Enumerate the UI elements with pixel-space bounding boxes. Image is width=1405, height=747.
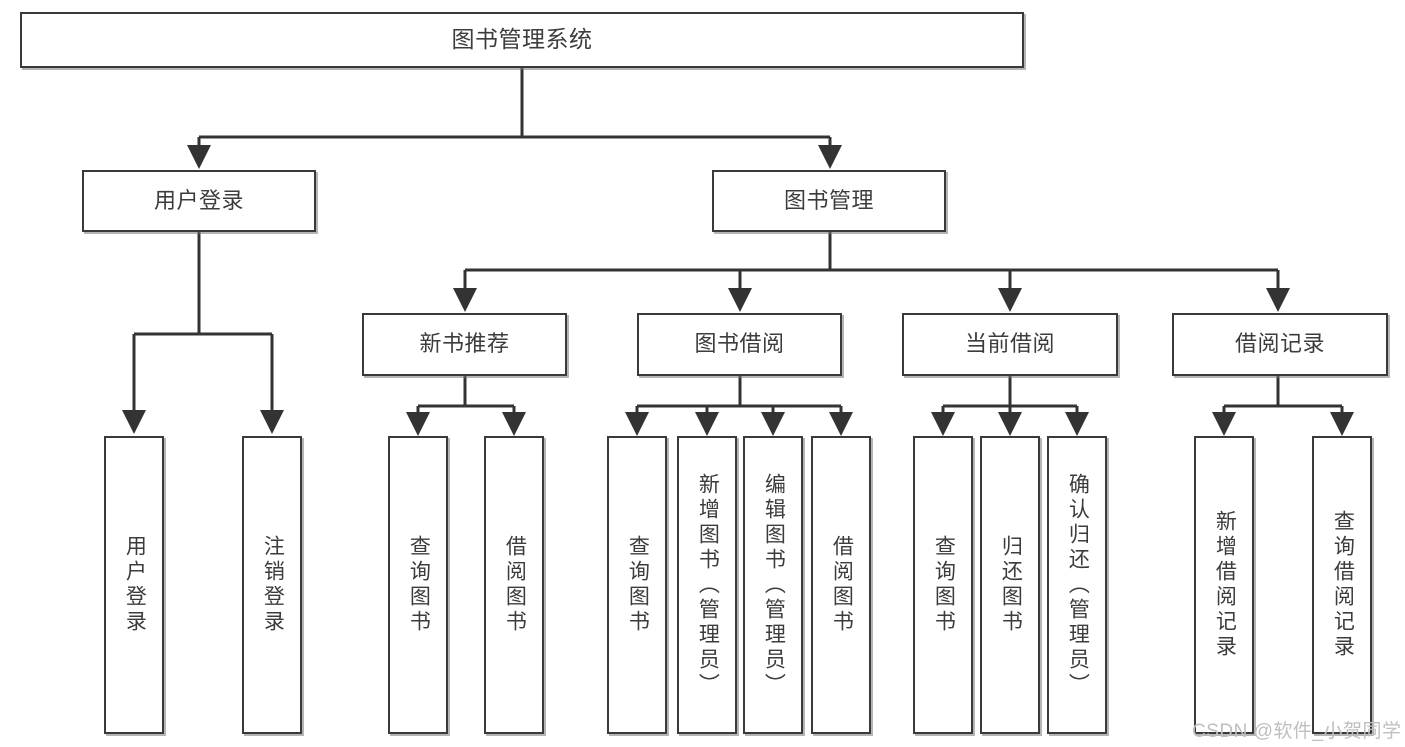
leaf-borrow-book-2-label: 借阅图书 (830, 535, 854, 635)
leaf-return-book-label: 归还图书 (999, 535, 1023, 635)
leaf-add-book-admin-label: 新增图书（管理员） (696, 472, 720, 698)
node-book-borrow-label: 图书借阅 (694, 331, 785, 357)
leaf-add-borrow-record[interactable]: 新增借阅记录 (1194, 436, 1254, 734)
node-book-borrow[interactable]: 图书借阅 (637, 313, 842, 376)
node-current-borrow-label: 当前借阅 (964, 331, 1055, 357)
node-new-book-recommendation-label: 新书推荐 (419, 331, 510, 357)
leaf-add-borrow-record-label: 新增借阅记录 (1213, 510, 1237, 660)
node-current-borrow[interactable]: 当前借阅 (902, 313, 1118, 376)
node-borrow-record-label: 借阅记录 (1234, 331, 1325, 357)
leaf-query-book-3-label: 查询图书 (932, 535, 956, 635)
leaf-query-book-1-label: 查询图书 (407, 535, 431, 635)
leaf-edit-book-admin[interactable]: 编辑图书（管理员） (743, 436, 803, 734)
leaf-edit-book-admin-label: 编辑图书（管理员） (762, 472, 786, 698)
leaf-query-book-1[interactable]: 查询图书 (388, 436, 448, 734)
leaf-query-book-2-label: 查询图书 (626, 535, 650, 635)
node-user-login-label: 用户登录 (153, 187, 244, 213)
leaf-query-borrow-record[interactable]: 查询借阅记录 (1312, 436, 1372, 734)
leaf-return-book[interactable]: 归还图书 (980, 436, 1040, 734)
root-node-label: 图书管理系统 (451, 26, 593, 53)
node-new-book-recommendation[interactable]: 新书推荐 (362, 313, 567, 376)
leaf-logout[interactable]: 注销登录 (242, 436, 302, 734)
node-book-management-label: 图书管理 (783, 187, 874, 213)
leaf-add-book-admin[interactable]: 新增图书（管理员） (677, 436, 737, 734)
node-user-login[interactable]: 用户登录 (82, 170, 316, 232)
leaf-borrow-book-1[interactable]: 借阅图书 (484, 436, 544, 734)
node-borrow-record[interactable]: 借阅记录 (1172, 313, 1388, 376)
leaf-query-book-3[interactable]: 查询图书 (913, 436, 973, 734)
csdn-watermark: CSDN @软件_小贺同学 (1192, 721, 1402, 742)
leaf-borrow-book-1-label: 借阅图书 (503, 535, 527, 635)
leaf-confirm-return-admin[interactable]: 确认归还（管理员） (1047, 436, 1107, 734)
leaf-user-login-label: 用户登录 (123, 535, 147, 635)
leaf-query-borrow-record-label: 查询借阅记录 (1331, 510, 1355, 660)
leaf-logout-label: 注销登录 (261, 535, 285, 635)
node-book-management[interactable]: 图书管理 (712, 170, 946, 232)
leaf-user-login[interactable]: 用户登录 (104, 436, 164, 734)
leaf-confirm-return-admin-label: 确认归还（管理员） (1066, 472, 1090, 698)
root-node-book-management-system[interactable]: 图书管理系统 (20, 12, 1024, 68)
leaf-query-book-2[interactable]: 查询图书 (607, 436, 667, 734)
leaf-borrow-book-2[interactable]: 借阅图书 (811, 436, 871, 734)
